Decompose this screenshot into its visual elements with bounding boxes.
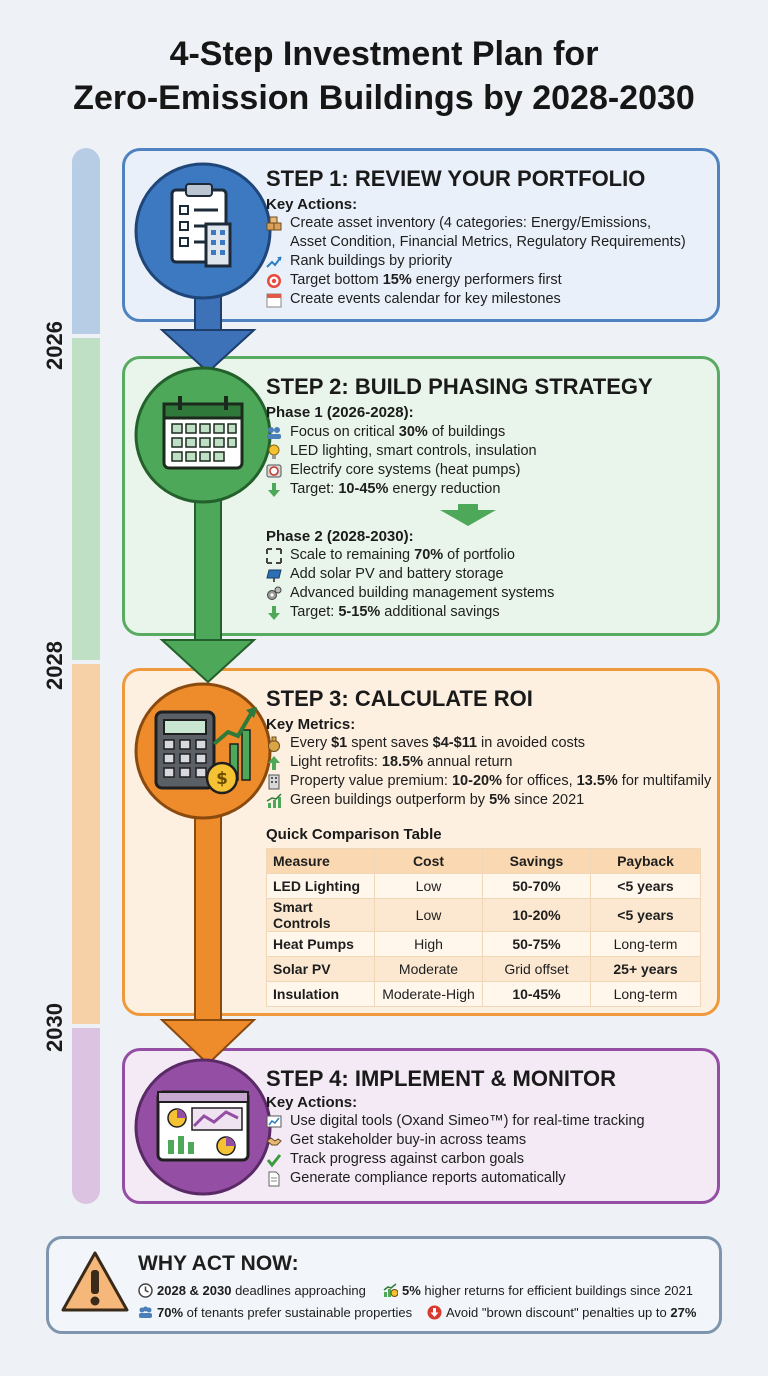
why-item-penalties: Avoid "brown discount" penalties up to 2… xyxy=(427,1305,696,1320)
list-item: Create events calendar for key milestone… xyxy=(266,290,686,309)
step2-title: STEP 2: BUILD PHASING STRATEGY xyxy=(266,374,653,399)
phase2-list: Scale to remaining 70% of portfolio Add … xyxy=(266,546,554,622)
why-item-deadlines: 2028 & 2030 deadlines approaching xyxy=(138,1283,366,1298)
list-item: Asset Condition, Financial Metrics, Regu… xyxy=(290,234,686,250)
list-item: Create asset inventory (4 categories: En… xyxy=(266,214,686,233)
down-arrow-circle-icon xyxy=(427,1305,442,1320)
monitor-chart-icon xyxy=(266,1114,282,1130)
why-item-tenants: 70% of tenants prefer sustainable proper… xyxy=(138,1305,412,1320)
heat-pump-icon xyxy=(266,463,282,479)
trend-up-icon xyxy=(266,254,282,270)
boxes-icon xyxy=(266,216,282,232)
solar-panel-icon xyxy=(266,567,282,583)
list-item: Every $1 spent saves $4-$11 in avoided c… xyxy=(266,734,711,753)
warning-icon xyxy=(61,1251,129,1312)
list-item: Property value premium: 10-20% for offic… xyxy=(266,772,711,791)
why-item-returns: 5% higher returns for efficient building… xyxy=(383,1283,693,1298)
table-title: Quick Comparison Table xyxy=(266,826,442,843)
list-item: Add solar PV and battery storage xyxy=(266,565,554,584)
office-building-icon xyxy=(266,774,282,790)
checkmark-icon xyxy=(266,1152,282,1168)
year-2030: 2030 xyxy=(42,1003,67,1052)
handshake-icon xyxy=(266,1133,282,1149)
expand-icon xyxy=(266,548,282,564)
step1-list: Create asset inventory (4 categories: En… xyxy=(266,214,686,309)
step4-title: STEP 4: IMPLEMENT & MONITOR xyxy=(266,1066,616,1091)
step1-title: STEP 1: REVIEW YOUR PORTFOLIO xyxy=(266,166,646,191)
dashboard-icon xyxy=(134,1058,272,1196)
lightbulb-icon xyxy=(266,444,282,460)
list-item: Get stakeholder buy-in across teams xyxy=(266,1131,645,1150)
phase-arrow-icon xyxy=(440,504,496,526)
list-item: Light retrofits: 18.5% annual return xyxy=(266,753,711,772)
list-item: Green buildings outperform by 5% since 2… xyxy=(266,791,711,810)
page-title: 4-Step Investment Plan for Zero-Emission… xyxy=(73,35,695,117)
list-item: LED lighting, smart controls, insulation xyxy=(266,442,537,461)
step1-subtitle: Key Actions: xyxy=(266,196,358,213)
list-item: Target bottom 15% energy performers firs… xyxy=(266,271,686,290)
phase1-list: Focus on critical 30% of buildings LED l… xyxy=(266,423,537,499)
table-header-row: Measure Cost Savings Payback xyxy=(266,848,701,874)
gears-icon xyxy=(266,586,282,602)
list-item: Scale to remaining 70% of portfolio xyxy=(266,546,554,565)
step4-subtitle: Key Actions: xyxy=(266,1094,358,1111)
list-item: Focus on critical 30% of buildings xyxy=(266,423,537,442)
comparison-table: Measure Cost Savings Payback LED Lightin… xyxy=(266,848,701,1007)
target-icon xyxy=(266,273,282,289)
timeline-bar xyxy=(72,148,100,1204)
calendar-icon xyxy=(134,366,272,504)
year-2028: 2028 xyxy=(42,641,67,690)
list-item: Target: 5-15% additional savings xyxy=(266,603,554,622)
clipboard-building-icon xyxy=(134,162,272,300)
money-growth-icon xyxy=(383,1283,399,1298)
list-item: Generate compliance reports automaticall… xyxy=(266,1169,645,1188)
step4-list: Use digital tools (Oxand Simeo™) for rea… xyxy=(266,1112,645,1188)
arrow-up-icon xyxy=(266,755,282,771)
svg-text:$: $ xyxy=(216,769,228,789)
arrow-down-icon xyxy=(266,482,282,498)
calendar-small-icon xyxy=(266,292,282,308)
growth-chart-icon xyxy=(266,793,282,809)
arrow-step3-to-4 xyxy=(159,790,257,1066)
people-icon xyxy=(138,1305,153,1320)
why-title: WHY ACT NOW: xyxy=(138,1252,299,1275)
list-item: Advanced building management systems xyxy=(266,584,554,603)
clock-icon xyxy=(138,1283,153,1298)
list-item: Use digital tools (Oxand Simeo™) for rea… xyxy=(266,1112,645,1131)
arrow-down-icon xyxy=(266,605,282,621)
step3-subtitle: Key Metrics: xyxy=(266,716,356,733)
people-icon xyxy=(266,425,282,441)
calculator-chart-icon: $ xyxy=(134,682,272,820)
list-item: Electrify core systems (heat pumps) xyxy=(266,461,537,480)
phase1-heading: Phase 1 (2026-2028): xyxy=(266,404,414,421)
list-item: Track progress against carbon goals xyxy=(266,1150,645,1169)
why-act-now-box xyxy=(46,1236,722,1334)
step3-metrics-list: Every $1 spent saves $4-$11 in avoided c… xyxy=(266,734,711,810)
list-item: Target: 10-45% energy reduction xyxy=(266,480,537,499)
document-icon xyxy=(266,1171,282,1187)
money-bag-icon xyxy=(266,736,282,752)
step3-title: STEP 3: CALCULATE ROI xyxy=(266,686,533,711)
phase2-heading: Phase 2 (2028-2030): xyxy=(266,528,414,545)
list-item: Rank buildings by priority xyxy=(266,252,686,271)
year-2026: 2026 xyxy=(42,321,67,370)
